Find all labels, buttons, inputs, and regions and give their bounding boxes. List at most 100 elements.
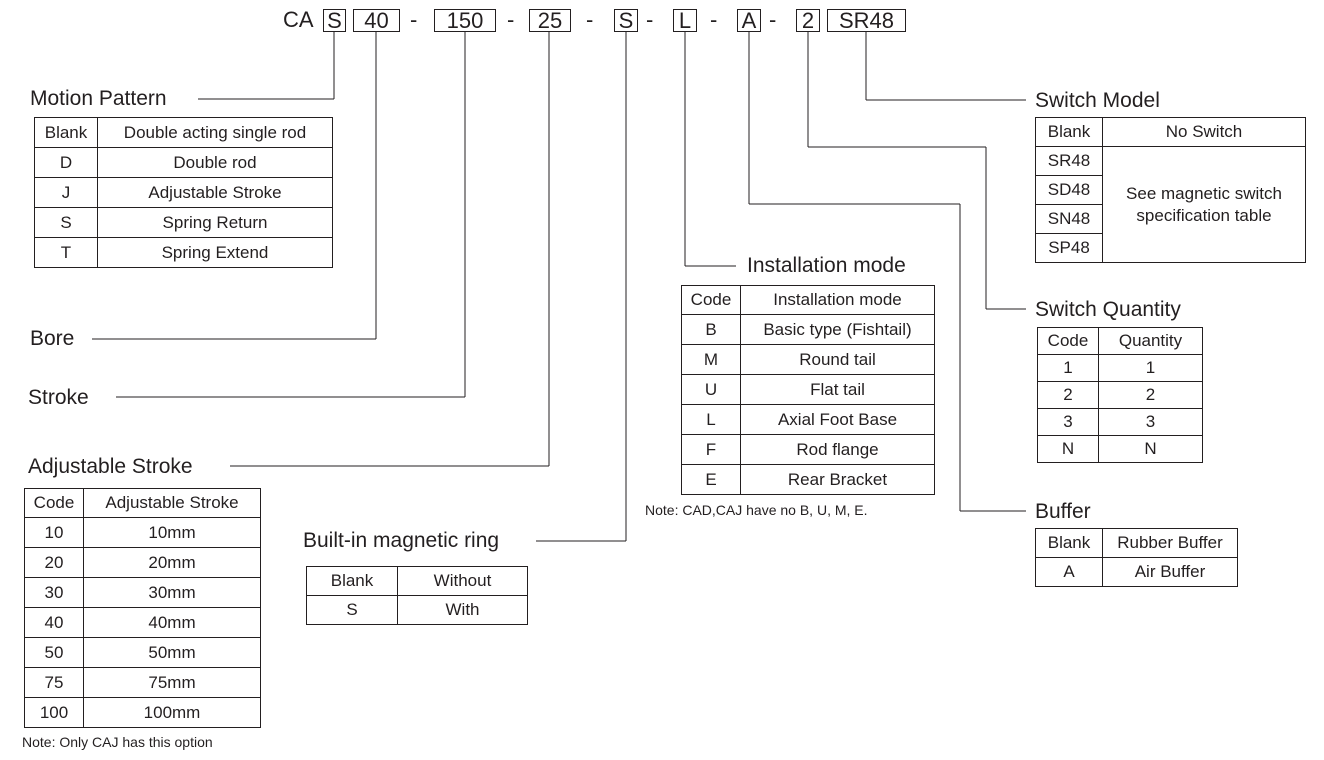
code-segment-buffer: A	[737, 9, 761, 32]
code-segment-bore: 40	[353, 9, 400, 32]
table-cell: Double rod	[97, 147, 333, 178]
code-segment-switch-quantity: 2	[796, 9, 820, 32]
table-cell: Blank	[34, 117, 98, 148]
table-cell: 75	[24, 667, 84, 698]
table-cell: 20mm	[83, 547, 261, 578]
code-dash: -	[507, 7, 515, 32]
motion-pattern-title: Motion Pattern	[30, 87, 167, 110]
table-row: SP48	[1035, 233, 1306, 263]
table-cell: See magnetic switch specification table	[1102, 146, 1306, 263]
table-cell: F	[681, 434, 741, 465]
table-cell: N	[1037, 435, 1099, 463]
table-cell: 75mm	[83, 667, 261, 698]
bore-title: Bore	[30, 327, 75, 350]
table-header-cell: Code	[24, 488, 84, 518]
code-segment-motion: S	[323, 9, 346, 32]
table-header-cell: Code	[1037, 327, 1099, 355]
installation-mode-note: Note: CAD,CAJ have no B, U, M, E.	[645, 502, 868, 518]
table-cell: Spring Extend	[97, 237, 333, 268]
table-cell: T	[34, 237, 98, 268]
table-cell: Rubber Buffer	[1102, 528, 1238, 558]
table-cell: With	[397, 595, 528, 625]
table-cell: Blank	[306, 566, 398, 596]
table-cell: Double acting single rod	[97, 117, 333, 148]
switch-quantity-title: Switch Quantity	[1035, 298, 1181, 321]
table-cell: 20	[24, 547, 84, 578]
table-cell: D	[34, 147, 98, 178]
table-cell: Flat tail	[740, 374, 935, 405]
table-cell: 40mm	[83, 607, 261, 638]
table-cell: Rear Bracket	[740, 464, 935, 495]
table-cell: 30mm	[83, 577, 261, 608]
installation-mode-title: Installation mode	[747, 254, 906, 277]
stroke-title: Stroke	[28, 386, 89, 409]
adjustable-stroke-title: Adjustable Stroke	[28, 455, 193, 478]
code-dash: -	[410, 7, 418, 32]
table-cell: Round tail	[740, 344, 935, 375]
table-cell: 3	[1037, 408, 1099, 436]
table-cell: SP48	[1035, 233, 1103, 263]
table-cell: Basic type (Fishtail)	[740, 314, 935, 345]
code-prefix: CA	[283, 7, 314, 32]
table-cell: B	[681, 314, 741, 345]
table-cell: 10mm	[83, 517, 261, 548]
table-cell: E	[681, 464, 741, 495]
code-segment-installation: L	[673, 9, 697, 32]
table-header-cell: Quantity	[1098, 327, 1203, 355]
code-segment-switch-model: SR48	[827, 9, 906, 32]
code-dash: -	[710, 7, 718, 32]
table-cell: 1	[1098, 354, 1203, 382]
code-segment-stroke: 150	[434, 9, 496, 32]
table-header-cell: Code	[681, 285, 741, 315]
table-cell: Air Buffer	[1102, 557, 1238, 587]
table-cell: 2	[1098, 381, 1203, 409]
table-cell: Blank	[1035, 528, 1103, 558]
table-cell: Without	[397, 566, 528, 596]
table-cell: S	[306, 595, 398, 625]
table-cell: Spring Return	[97, 207, 333, 238]
table-cell: 10	[24, 517, 84, 548]
code-dash: -	[646, 7, 654, 32]
table-cell: SR48	[1035, 146, 1103, 176]
table-cell: 1	[1037, 354, 1099, 382]
table-cell: Adjustable Stroke	[97, 177, 333, 208]
table-cell: 40	[24, 607, 84, 638]
table-cell: SN48	[1035, 204, 1103, 234]
table-cell: Rod flange	[740, 434, 935, 465]
table-cell: SD48	[1035, 175, 1103, 205]
table-cell: Blank	[1035, 117, 1103, 147]
code-dash: -	[586, 7, 594, 32]
table-cell: S	[34, 207, 98, 238]
